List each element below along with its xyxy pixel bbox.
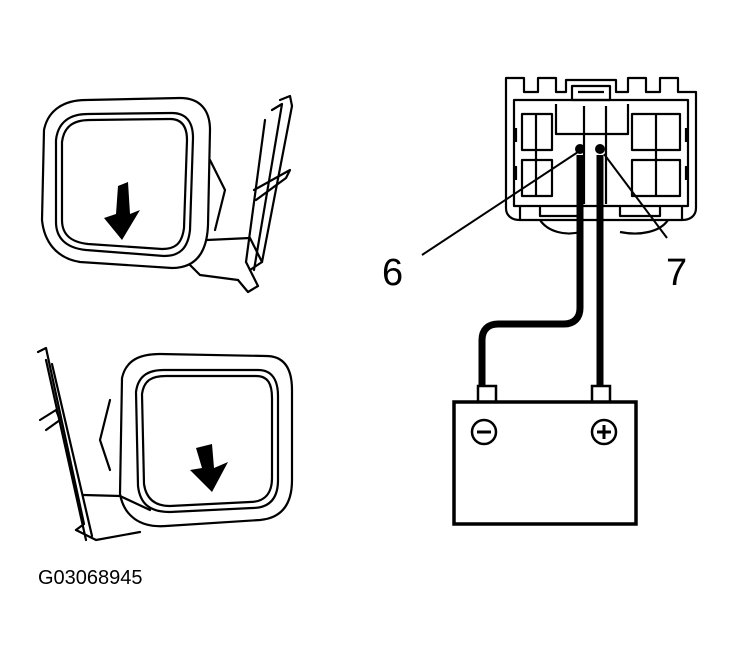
battery-negative-circle: [470, 418, 498, 446]
mirror-upper-housing: [40, 96, 212, 270]
pin-6-leader: [421, 151, 579, 256]
mirror-lower-mount: [36, 346, 86, 532]
mirror-lower-glass: [134, 368, 280, 514]
battery-terminal-negative: [476, 384, 498, 404]
connector: [504, 76, 698, 235]
battery-positive-circle: [590, 418, 618, 446]
mirror-lower: [36, 346, 294, 542]
connector-body: [504, 76, 698, 222]
mirror-upper: [40, 94, 294, 294]
battery-terminal-positive: [590, 384, 612, 404]
pin-7-leader: [603, 153, 668, 239]
mirror-lower-housing: [118, 352, 294, 528]
wire-negative: [478, 155, 584, 388]
mirror-upper-glass: [54, 111, 195, 258]
pin-7-dot: [595, 144, 605, 154]
battery: [452, 384, 638, 526]
battery-body: [452, 400, 638, 526]
arrow-down-icon-upper: [104, 182, 140, 240]
pin-6-label: 6: [382, 252, 403, 294]
arrow-down-icon-lower: [190, 444, 228, 492]
pin-7-label: 7: [666, 252, 687, 294]
figure-code: G03068945: [38, 567, 143, 589]
mirror-upper-mount: [248, 94, 294, 272]
